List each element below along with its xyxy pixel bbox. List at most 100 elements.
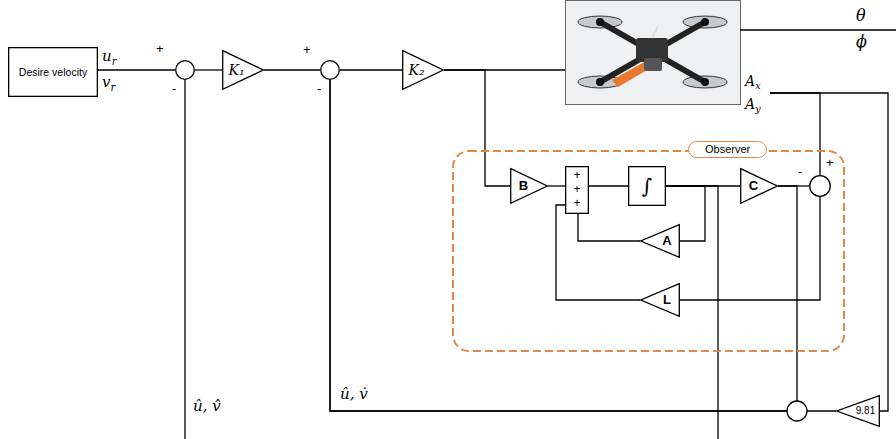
gain-outline (511, 169, 548, 204)
sign-label: - (317, 82, 321, 97)
subscript: r (112, 56, 117, 67)
sign-label: + (826, 156, 834, 171)
gain-triangle: 9.81 (836, 395, 880, 427)
signal-line (264, 69, 320, 70)
signal-name: û, v̂ (193, 398, 221, 415)
signal-name: ur (102, 48, 117, 65)
gain-label: 9.81 (856, 405, 875, 417)
text-stack: 9.81 (836, 395, 880, 427)
text-stack: C (740, 168, 778, 204)
signal-line (340, 69, 402, 70)
signal-name: ϕ (856, 33, 867, 51)
signal-name: Ay (745, 96, 761, 112)
gain-outline (223, 51, 264, 90)
gain-triangle: L (640, 283, 680, 317)
matrix-label: C (749, 179, 758, 194)
text-stack: +++ (565, 166, 589, 214)
gain-triangle: K₁ (222, 50, 264, 90)
signal-line (98, 69, 175, 70)
signal-name: vr (102, 74, 115, 91)
sign-label: + (573, 197, 580, 211)
dashed-region-outline (453, 151, 844, 351)
signal-name: û, v̇ (340, 386, 368, 403)
motor (596, 18, 604, 26)
gain-label: K₁ (228, 62, 244, 78)
text-stack: A (640, 224, 680, 258)
motor (701, 18, 709, 26)
motor (701, 78, 709, 86)
sign-label: + (303, 43, 311, 58)
drone-camera (644, 58, 662, 71)
block-outline (566, 167, 589, 214)
text-stack: K₁ (222, 50, 264, 90)
observer-region: ObserverB+++∫C+-AL (452, 150, 845, 352)
signal-name: θ (856, 7, 866, 25)
rotor (683, 76, 727, 88)
box-label: Desire velocity (19, 66, 87, 78)
subscript: x (755, 80, 760, 91)
gain-outline (403, 51, 444, 90)
signal-line (330, 80, 836, 411)
signal-line (770, 93, 820, 175)
gain-triangle: C (740, 168, 778, 204)
node-outline (510, 168, 548, 204)
node-outline (320, 60, 340, 80)
subscript: r (110, 82, 115, 93)
text-stack: K₂ (402, 50, 444, 90)
signal-line (556, 205, 640, 300)
text-stack: ∫ (628, 166, 666, 206)
node-outline (809, 175, 831, 197)
drone-arm (600, 22, 705, 82)
gain-triangle: K₂ (402, 50, 444, 90)
gain-outline (641, 225, 680, 258)
integrator-box: ∫ (628, 166, 666, 206)
signal-name: Ax (745, 73, 761, 89)
text-stack: B (510, 168, 548, 204)
region-title: Observer (688, 141, 767, 158)
rotor (683, 16, 727, 28)
text-stack: Desire velocity (8, 47, 98, 97)
rotor (578, 16, 622, 28)
attitude-output-line (740, 29, 896, 30)
signal-line (770, 93, 888, 411)
node-outline (175, 60, 195, 80)
signal-line (578, 214, 640, 241)
sign-label: - (172, 82, 176, 97)
signal-line (185, 80, 718, 439)
junction-outline (176, 61, 195, 80)
signal-line (444, 70, 510, 186)
block-outline (629, 167, 666, 206)
text-stack: L (640, 283, 680, 317)
summing-junction: +- (320, 60, 340, 80)
quadrotor-drawing (578, 16, 727, 88)
matrix-label: B (519, 179, 528, 194)
sum-box: +++ (565, 166, 589, 214)
subscript: y (755, 103, 760, 114)
drone-arm (600, 22, 705, 82)
gain-label: K₂ (408, 62, 424, 78)
signal-line (195, 69, 222, 70)
antenna (652, 26, 658, 38)
plant-photo-frame (566, 1, 741, 105)
matrix-label: A (662, 234, 671, 249)
node-outline (740, 168, 778, 204)
node-outline (640, 224, 680, 258)
source-box: Desire velocity (8, 47, 98, 97)
sign-label: + (156, 42, 164, 57)
integral-symbol: ∫ (642, 175, 652, 198)
summing-junction (787, 401, 807, 421)
signal-line (330, 80, 797, 411)
sign-label: - (798, 165, 802, 180)
summing-junction: +- (809, 175, 831, 197)
signal-line (680, 197, 820, 300)
gain-outline (837, 396, 880, 427)
matrix-label: L (663, 293, 671, 308)
block-outline (9, 48, 98, 97)
sign-label: + (573, 183, 580, 197)
gain-outline (641, 284, 680, 317)
sign-label: + (573, 169, 580, 183)
motor (596, 78, 604, 86)
